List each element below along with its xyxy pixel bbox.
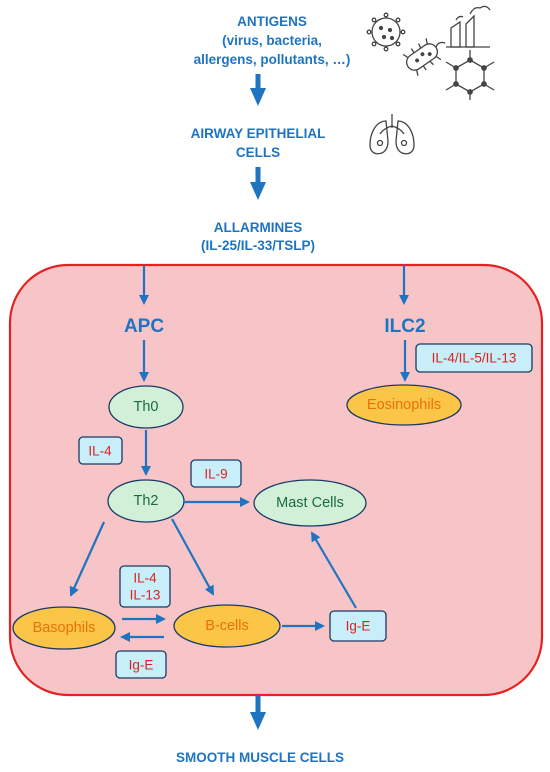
- il4-il5-il13-cytokine-box: [415, 343, 533, 373]
- ige-lower-cytokine-label: Ig-E: [129, 658, 154, 673]
- basophils-node: [12, 606, 116, 650]
- il9-cytokine-label: IL-9: [204, 467, 227, 482]
- apc-label: APC: [124, 316, 164, 337]
- basophils-label: Basophils: [33, 620, 96, 636]
- virus-icon: [366, 12, 406, 52]
- smooth-muscle-title: SMOOTH MUSCLE CELLS: [176, 750, 344, 765]
- antigens-examples-line1: (virus, bacteria,: [222, 33, 322, 48]
- eosinophils-node: [346, 384, 462, 426]
- epithelial-title-line1: AIRWAY EPITHELIAL: [191, 126, 326, 141]
- ige-right-cytokine-label: Ig-E: [346, 619, 371, 634]
- il4-cytokine-label: IL-4: [88, 444, 112, 459]
- mast-cells-label: Mast Cells: [276, 495, 344, 511]
- ilc2-label: ILC2: [384, 316, 425, 337]
- epithelial-title-line2: CELLS: [236, 145, 280, 160]
- allarmines-title-line1: ALLARMINES: [214, 220, 303, 235]
- il4-il13-cytokine-label-line1: IL-4: [133, 571, 157, 586]
- lungs-icon: [369, 114, 415, 155]
- arrow-ige-to-mast-cells: [310, 531, 357, 609]
- arrow-th2-to-b-cells: [171, 518, 214, 596]
- mast-cells-node: [253, 479, 367, 527]
- th2-label: Th2: [134, 493, 159, 509]
- th0-label: Th0: [134, 399, 159, 415]
- il4-il13-cytokine-label-line2: IL-13: [130, 588, 161, 603]
- il4-il5-il13-cytokine-label: IL-4/IL-5/IL-13: [432, 351, 517, 366]
- il4-cytokine-box: [78, 436, 123, 465]
- antigens-title: ANTIGENS: [237, 14, 307, 29]
- ige-lower-cytokine-box: [115, 650, 167, 679]
- eosinophils-label: Eosinophils: [367, 397, 441, 413]
- molecule-icon: [445, 50, 495, 100]
- antigens-examples-line2: allergens, pollutants, …): [194, 52, 351, 67]
- il4-il13-cytokine-box: [119, 565, 171, 608]
- th0-node: [108, 385, 184, 429]
- ige-right-cytokine-box: [329, 610, 387, 642]
- b-cells-node: [173, 604, 281, 648]
- bacteria-icon: [402, 38, 446, 76]
- b-cells-label: B-cells: [205, 618, 249, 634]
- allarmines-title-line2: (IL-25/IL-33/TSLP): [201, 238, 315, 253]
- il9-cytokine-box: [190, 459, 242, 488]
- factory-icon: [446, 5, 491, 48]
- arrow-th2-to-basophils: [69, 521, 106, 597]
